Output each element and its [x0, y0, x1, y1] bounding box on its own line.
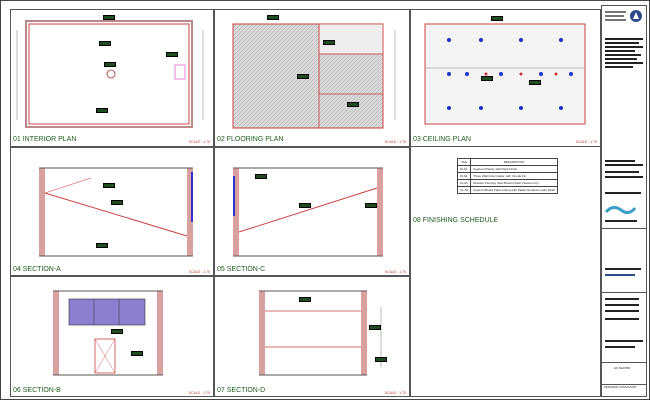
table-header: DESCRIPTION: [470, 158, 558, 166]
finishing-schedule-table: TAG DESCRIPTION W-01 Gypsum Plaster with…: [456, 158, 558, 194]
table-header-row: TAG DESCRIPTION: [456, 158, 558, 166]
ceiling-plan-drawing: [424, 23, 586, 125]
scale-label: AS SHOWN: [614, 366, 631, 370]
panel-interior-plan: 01 INTERIOR PLAN SCALE : 1:75: [10, 9, 214, 147]
title-block-text: [605, 164, 643, 166]
panel-title: 04 SECTION-A: [13, 266, 61, 273]
title-block-text: [605, 46, 643, 48]
title-block-text: [605, 268, 641, 270]
panel-scale: SCALE : 1:75: [384, 391, 406, 395]
panel-section-d: 07 SECTION-D SCALE : 1:75: [214, 276, 410, 397]
title-block-text: [605, 340, 643, 342]
title-block-text: [605, 304, 639, 306]
section-c-drawing: [233, 167, 383, 257]
title-block-text: [605, 220, 637, 222]
room-tag: [96, 108, 108, 113]
table-row: CL-01 Gypsum Board False ceiling with Pl…: [456, 186, 558, 194]
section-a-drawing: [39, 167, 193, 257]
title-block-text: [605, 38, 643, 40]
title-block-text: [605, 310, 639, 312]
floor-tag: [323, 40, 335, 45]
panel-scale: SCALE : 1:75: [384, 140, 406, 144]
section-tag: [299, 297, 311, 302]
table-cell: W-01: [456, 165, 472, 173]
ceiling-tag: [481, 76, 493, 81]
section-tag: [111, 200, 123, 205]
section-tag: [255, 174, 267, 179]
table-cell: Gypsum Plaster with Paint Finish: [470, 165, 558, 173]
section-b-drawing: [53, 290, 163, 376]
table-cell: FL-01: [456, 179, 472, 187]
ceiling-tag: [529, 80, 541, 85]
title-block-text: [605, 274, 635, 276]
panel-scale: SCALE : 1:75: [188, 391, 210, 395]
flooring-plan-drawing: [232, 23, 396, 129]
panel-section-b: 06 SECTION-B SCALE : 1:75: [10, 276, 214, 397]
panel-ceiling-plan: 03 CEILING PLAN SCALE : 1:75: [410, 9, 601, 147]
title-block-text: [605, 192, 641, 194]
room-tag: [103, 15, 115, 20]
section-tag: [103, 183, 115, 188]
section-tag: [111, 329, 123, 334]
section-tag: [131, 351, 143, 356]
panel-title: 02 FLOORING PLAN: [217, 136, 284, 143]
consultant-logo-icon: [604, 205, 637, 215]
table-row: FL-01 Wooden Flooring (Sea Brown Finish …: [456, 179, 558, 187]
title-block-text: [605, 171, 639, 173]
section-tag: [365, 203, 377, 208]
room-tag: [104, 62, 116, 67]
panel-title: 08 FINISHING SCHEDULE: [413, 217, 499, 224]
ceiling-tag: [491, 16, 503, 21]
panel-title: 05 SECTION-C: [217, 266, 266, 273]
floor-tag: [347, 102, 359, 107]
panel-scale: SCALE : 1:75: [188, 270, 210, 274]
title-block-text: [605, 58, 637, 60]
table-cell: Gypsum Board False ceiling with Plastic …: [470, 186, 558, 194]
table-cell: CL-01: [456, 186, 472, 194]
panel-title: 01 INTERIOR PLAN: [13, 136, 77, 143]
consultant-label: DESIGNING CONSULTANT: [604, 386, 637, 389]
room-tag: [166, 52, 178, 57]
section-d-drawing: [259, 290, 382, 376]
title-block-text: [605, 54, 641, 56]
table-cell: Wooden Flooring (Sea Brown Finish (Sauce…: [470, 179, 558, 187]
title-block-text: [605, 176, 643, 178]
section-tag: [369, 325, 381, 330]
panel-scale: SCALE : 1:75: [575, 140, 597, 144]
floor-tag: [267, 15, 279, 20]
panel-flooring-plan: 02 FLOORING PLAN SCALE : 1:75: [214, 9, 410, 147]
table-cell: W-02: [456, 172, 472, 180]
title-block-text: [605, 318, 639, 320]
table-cell: Three Wall Color Glass, with Vinode Fin: [470, 172, 558, 180]
panel-scale: SCALE : 1:75: [188, 140, 210, 144]
table-header: TAG: [456, 158, 472, 166]
panel-section-a: 04 SECTION-A SCALE : 1:75: [10, 147, 214, 276]
title-block-text: [605, 298, 639, 300]
company-logo-icon: [605, 10, 642, 22]
table-row: W-02 Three Wall Color Glass, with Vinode…: [456, 172, 558, 180]
panel-title: 07 SECTION-D: [217, 387, 266, 394]
table-row: W-01 Gypsum Plaster with Paint Finish: [456, 165, 558, 173]
title-block-text: [605, 50, 635, 52]
section-tag: [96, 243, 108, 248]
title-block-text: [605, 346, 635, 348]
panel-section-c: 05 SECTION-C SCALE : 1:75: [214, 147, 410, 276]
title-block: AS SHOWN DESIGNING CONSULTANT: [601, 5, 647, 397]
panel-scale: SCALE : 1:75: [384, 270, 406, 274]
interior-plan-drawing: [16, 20, 204, 128]
title-block-text: [605, 62, 643, 64]
panel-title: 06 SECTION-B: [13, 387, 61, 394]
section-tag: [375, 357, 387, 362]
section-tag: [299, 203, 311, 208]
title-block-text: [605, 160, 635, 162]
room-tag: [99, 41, 111, 46]
panel-title: 03 CEILING PLAN: [413, 136, 471, 143]
title-block-text: [605, 42, 639, 44]
title-block-text: [605, 66, 633, 68]
floor-tag: [297, 74, 309, 79]
